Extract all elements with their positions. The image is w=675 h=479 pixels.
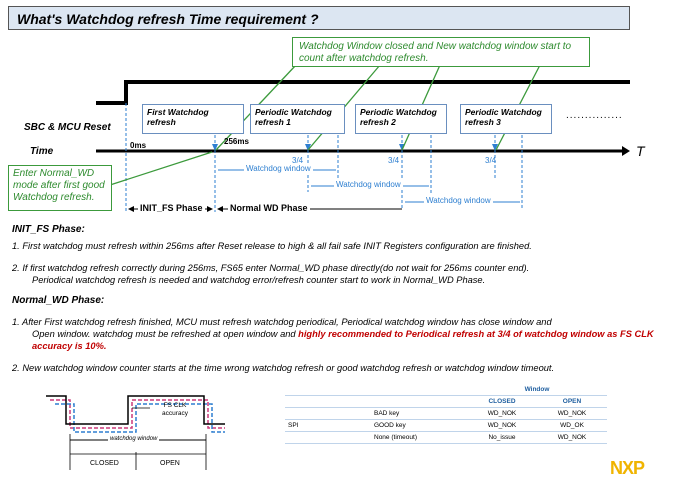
- three-quarter-3: 3/4: [485, 156, 497, 165]
- fs-clk-accuracy-label: FS CLK accuracy: [161, 402, 188, 417]
- init-item-1: 1. First watchdog must refresh within 25…: [12, 241, 532, 251]
- note-window-closed: Watchdog Window closed and New watchdog …: [292, 37, 590, 67]
- closed-label: CLOSED: [90, 460, 119, 467]
- spi-label: SPI: [285, 419, 371, 432]
- time-label: Time: [30, 146, 54, 157]
- normal-item-1-highlight: highly recommended to Periodical refresh…: [32, 329, 654, 351]
- zero-ms-label: 0ms: [130, 141, 147, 150]
- note-enter-normal: Enter Normal_WD mode after first good Wa…: [8, 165, 112, 211]
- watchdog-window-label-3: Watchdog window: [424, 196, 493, 205]
- reset-signal: [96, 80, 630, 105]
- init-fs-phase-label: INIT_FS Phase: [138, 203, 205, 213]
- sbc-reset-label: SBC & MCU Reset: [24, 122, 111, 133]
- init-item-2: 2. If first watchdog refresh correctly d…: [12, 262, 672, 286]
- normal-item-1-line-2: Open window. watchdog must be refreshed …: [32, 329, 299, 339]
- periodic-refresh-2-box: Periodic Watchdog refresh 2: [355, 104, 447, 134]
- three-quarter-2: 3/4: [388, 156, 400, 165]
- normal-wd-phase-label: Normal WD Phase: [228, 203, 310, 213]
- watchdog-window-label-2: Watchdog window: [334, 180, 403, 189]
- open-label: OPEN: [160, 460, 180, 467]
- init-item-2-line-2: Periodical watchdog refresh is needed an…: [32, 275, 486, 285]
- three-quarter-1: 3/4: [292, 156, 304, 165]
- init-section-heading: INIT_FS Phase:: [12, 224, 85, 235]
- watchdog-window-label-1: Watchdog window: [244, 164, 313, 173]
- continuation-dots: ...............: [566, 110, 623, 121]
- periodic-refresh-1-box: Periodic Watchdog refresh 1: [250, 104, 345, 134]
- time-axis-arrow: [622, 146, 630, 156]
- normal-section-heading: Normal_WD Phase:: [12, 295, 105, 306]
- col-closed-header: CLOSED: [467, 395, 537, 408]
- init-item-2-line-1: 2. If first watchdog refresh correctly d…: [12, 263, 530, 273]
- page-title: What's Watchdog refresh Time requirement…: [8, 6, 630, 30]
- periodic-refresh-3-box: Periodic Watchdog refresh 3: [460, 104, 552, 134]
- t-label: T: [636, 143, 645, 159]
- normal-item-1: 1. After First watchdog refresh finished…: [12, 316, 672, 352]
- watchdog-window-small-label: watchdog window: [108, 436, 160, 442]
- col-open-header: OPEN: [537, 395, 607, 408]
- window-group-header: Window: [467, 384, 607, 396]
- ms256-label: 256ms: [224, 137, 249, 146]
- normal-item-2: 2. New watchdog window counter starts at…: [12, 363, 555, 373]
- first-refresh-box: First Watchdog refresh: [142, 104, 244, 134]
- nxp-logo: NXP: [610, 458, 645, 478]
- normal-item-1-line-1: 1. After First watchdog refresh finished…: [12, 317, 552, 327]
